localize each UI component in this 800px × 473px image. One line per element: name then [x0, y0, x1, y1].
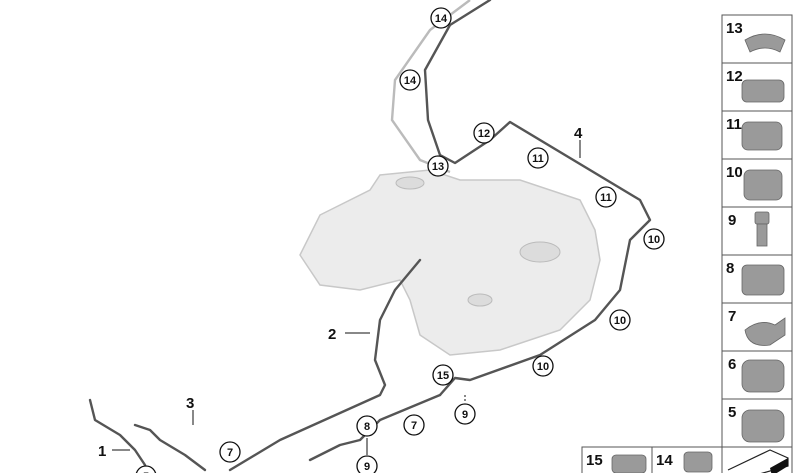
- svg-text:4: 4: [574, 125, 583, 142]
- svg-text:10: 10: [614, 315, 626, 327]
- callout-11: 11: [527, 147, 549, 169]
- svg-text:2: 2: [328, 326, 336, 343]
- part-box-9: 9: [721, 206, 793, 256]
- svg-text:7: 7: [411, 420, 417, 432]
- svg-text:13: 13: [432, 161, 444, 173]
- callout-7: 7: [403, 414, 425, 436]
- part-box-15: 15: [581, 446, 653, 473]
- callout-13: 13: [427, 155, 449, 177]
- svg-text:15: 15: [437, 370, 449, 382]
- svg-text:10: 10: [726, 164, 743, 181]
- part-box-13: 13: [721, 14, 793, 64]
- parts-panel: 13 12 11 10 9 8 7 6 5 15 14: [581, 14, 793, 473]
- svg-text:1: 1: [98, 443, 106, 460]
- svg-text:14: 14: [404, 75, 417, 87]
- svg-text:12: 12: [478, 128, 490, 140]
- callout-10: 10: [609, 309, 631, 331]
- callout-10: 10: [532, 355, 554, 377]
- svg-text:7: 7: [728, 308, 736, 325]
- part-box-8: 8: [721, 254, 793, 304]
- callout-5: 5: [135, 465, 157, 473]
- leader-label-4: 4: [574, 125, 583, 158]
- callout-12: 12: [473, 122, 495, 144]
- leader-label-1: 1: [98, 443, 130, 460]
- callout-7: 7: [219, 441, 241, 463]
- svg-text:15: 15: [586, 452, 603, 469]
- svg-text:5: 5: [728, 404, 736, 421]
- callout-8: 8: [356, 415, 378, 437]
- leader-label-2: 2: [328, 326, 370, 343]
- callout-9: 9: [356, 438, 378, 473]
- svg-text:14: 14: [435, 13, 448, 25]
- callout-14: 14: [430, 7, 452, 29]
- callout-14: 14: [399, 69, 421, 91]
- svg-text:10: 10: [537, 361, 549, 373]
- part-box-10: 10: [721, 158, 793, 208]
- part-box-12: 12: [721, 62, 793, 112]
- part-box-14: 14: [651, 446, 723, 473]
- svg-text:9: 9: [462, 409, 468, 421]
- svg-text:11: 11: [726, 116, 742, 133]
- part-box-6: 6: [721, 350, 793, 400]
- svg-text:3: 3: [186, 395, 194, 412]
- svg-text:8: 8: [726, 260, 734, 277]
- svg-text:14: 14: [656, 452, 673, 469]
- part-box-11: 11: [721, 110, 793, 160]
- svg-text:8: 8: [364, 421, 370, 433]
- svg-text:11: 11: [532, 153, 544, 165]
- part-box-5: 5: [721, 398, 793, 448]
- part-box-7: 7: [721, 302, 793, 352]
- callout-11: 11: [595, 186, 617, 208]
- svg-text:5: 5: [143, 471, 149, 473]
- mat-icon: [721, 446, 793, 473]
- callout-15: 15: [432, 364, 454, 386]
- svg-text:9: 9: [728, 212, 736, 229]
- svg-text:11: 11: [600, 192, 612, 204]
- fuel-tank: [299, 169, 601, 356]
- callout-10: 10: [643, 228, 665, 250]
- svg-text:9: 9: [364, 461, 370, 473]
- svg-text:13: 13: [726, 20, 743, 37]
- svg-text:6: 6: [728, 356, 736, 373]
- svg-text:12: 12: [726, 68, 743, 85]
- svg-text:7: 7: [227, 447, 233, 459]
- svg-text:10: 10: [648, 234, 660, 246]
- callout-9: 9: [454, 395, 476, 425]
- leader-label-3: 3: [186, 395, 194, 425]
